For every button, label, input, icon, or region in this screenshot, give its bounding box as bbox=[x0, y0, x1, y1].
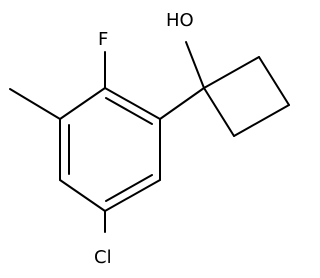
chlorine-label: Cl bbox=[94, 247, 112, 268]
ring-bond-c2-c3 bbox=[59, 87, 106, 120]
cyclobutane-bond-4 bbox=[203, 56, 260, 89]
cyclobutane-bond-2 bbox=[233, 104, 290, 137]
aromatic-inner-bond-3 bbox=[105, 174, 153, 202]
bond-ring-to-methyl bbox=[9, 88, 61, 120]
cyclobutane-ring bbox=[203, 56, 290, 137]
chemical-structure: HO F Cl bbox=[9, 10, 290, 268]
hydroxyl-label: HO bbox=[166, 10, 194, 31]
bond-to-hydroxyl bbox=[185, 41, 205, 89]
ring-bond-c1-c2 bbox=[104, 87, 161, 120]
cyclobutane-bond-1 bbox=[203, 87, 235, 137]
benzene-ring bbox=[59, 87, 161, 212]
fluorine-label: F bbox=[98, 29, 108, 50]
ring-bond-c5-c6 bbox=[104, 179, 161, 212]
ring-bond-c4-c5 bbox=[59, 179, 106, 212]
cyclobutane-bond-3 bbox=[258, 56, 290, 106]
bond-ring-to-cyclobutyl bbox=[159, 87, 205, 120]
aromatic-inner-bond-1 bbox=[105, 97, 153, 125]
